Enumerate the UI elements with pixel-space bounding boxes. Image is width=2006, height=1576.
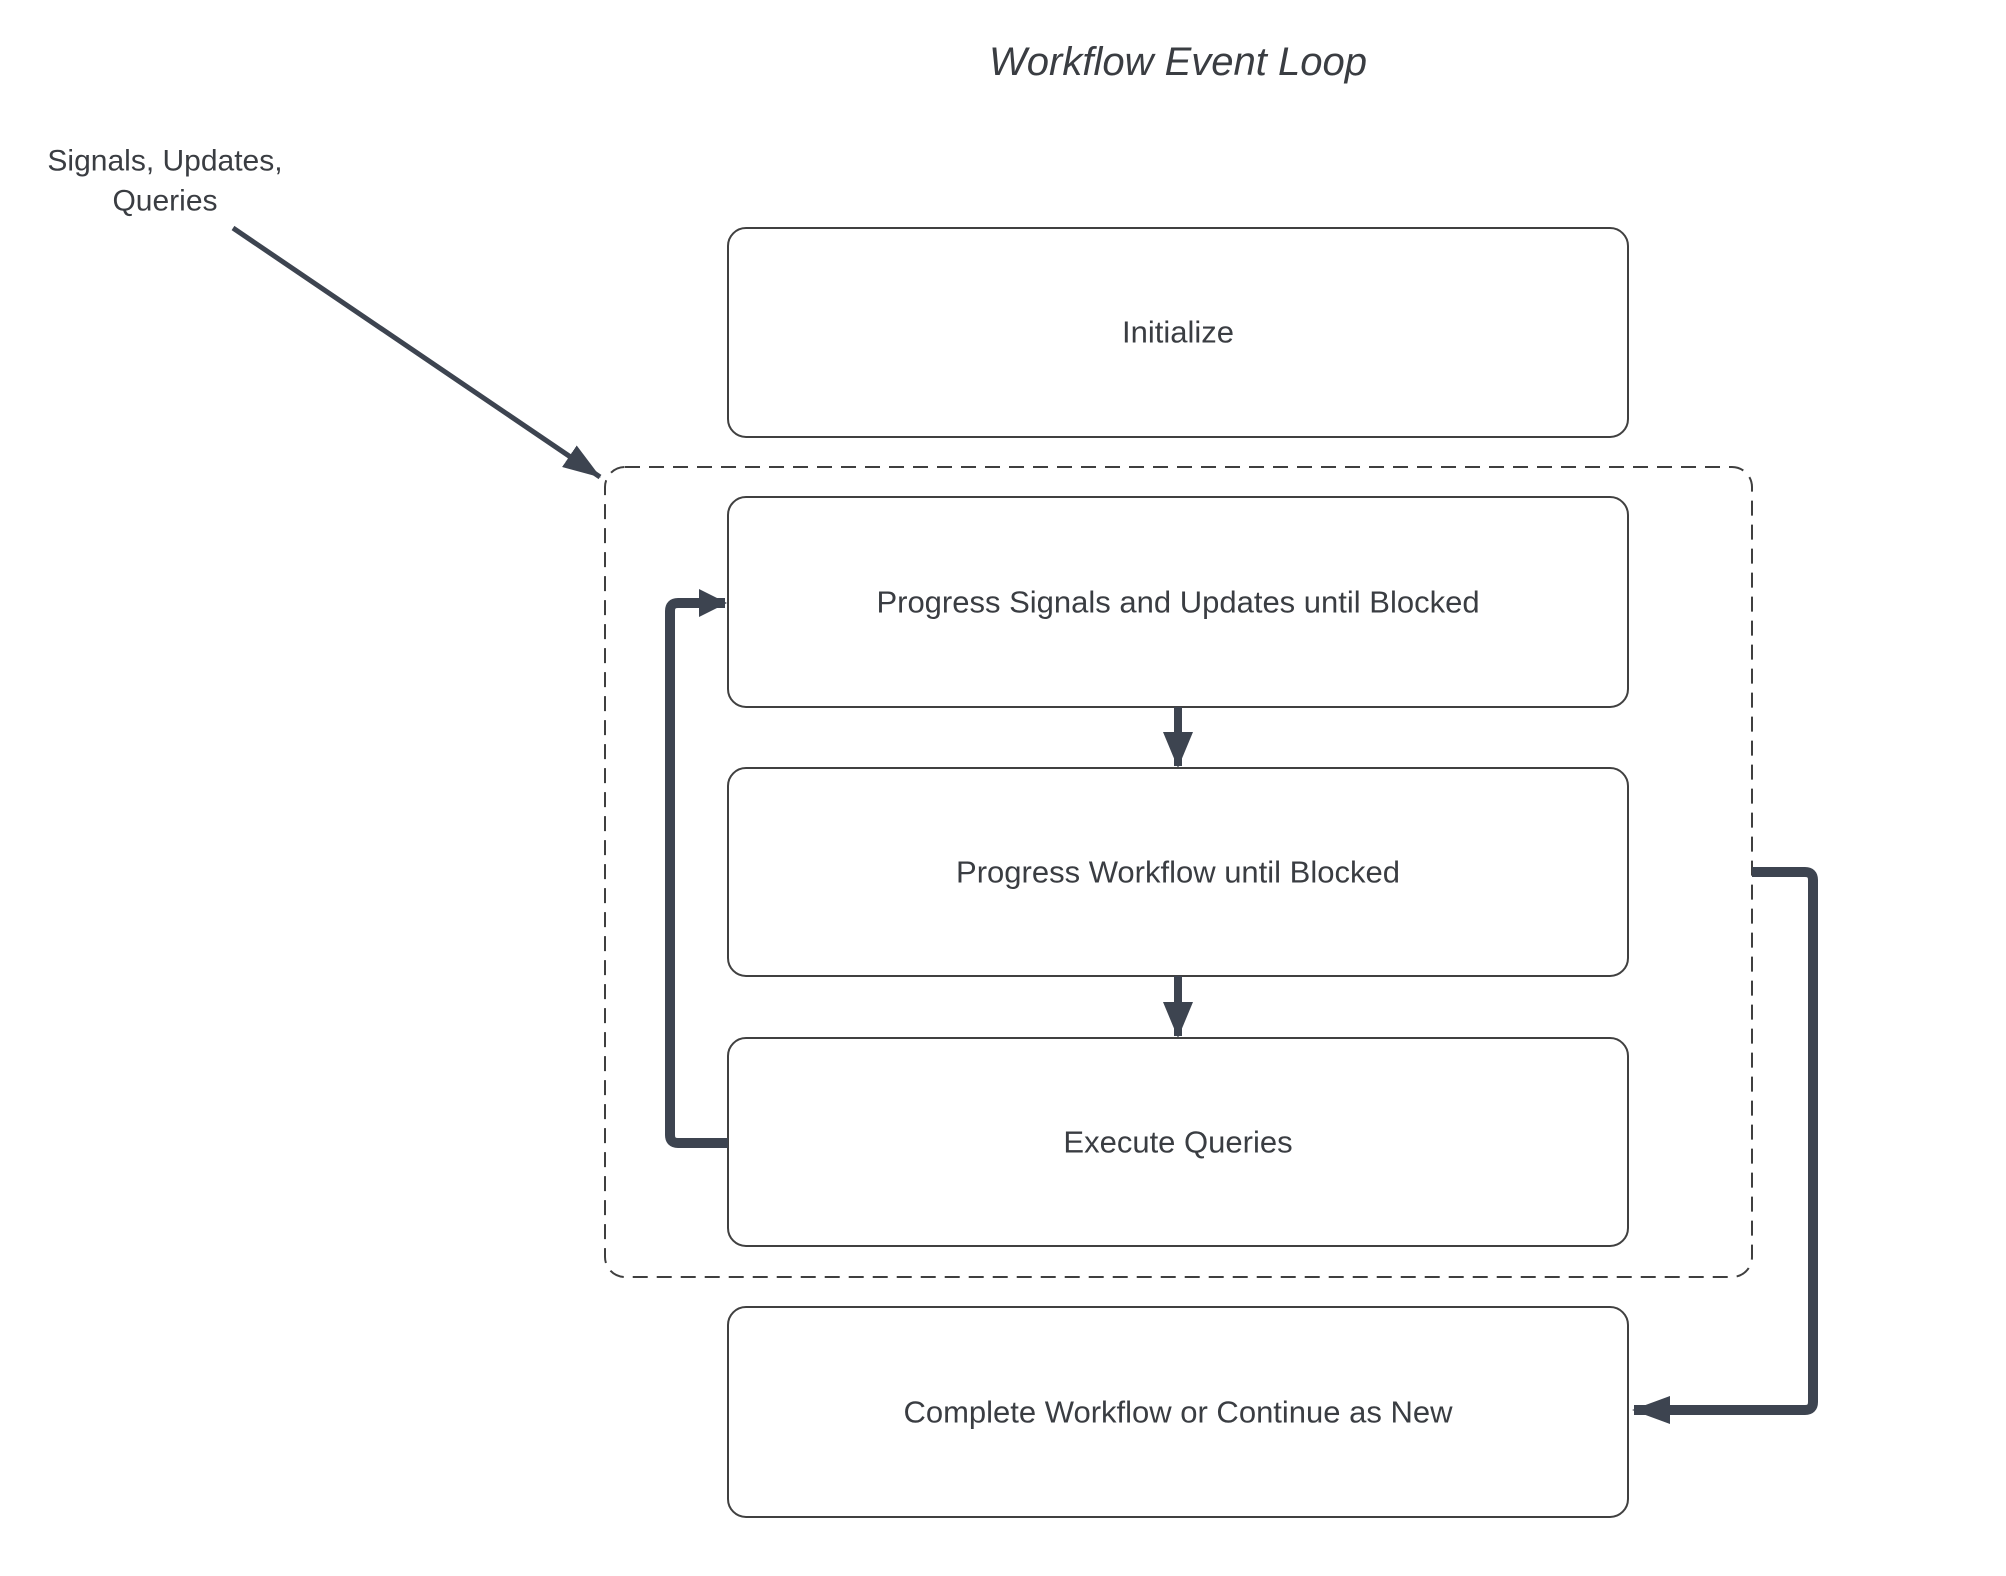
node-progress-signals-updates-label: Progress Signals and Updates until Block… bbox=[876, 585, 1479, 620]
node-initialize-label: Initialize bbox=[1122, 315, 1234, 350]
node-execute-queries-label: Execute Queries bbox=[1063, 1125, 1292, 1160]
node-progress-workflow-label: Progress Workflow until Blocked bbox=[956, 855, 1400, 890]
external-input-arrow bbox=[231, 225, 602, 480]
page-title: Workflow Event Loop bbox=[989, 40, 1367, 84]
node-complete-workflow-label: Complete Workflow or Continue as New bbox=[903, 1395, 1453, 1430]
arrow-queries-loop-back bbox=[665, 589, 728, 1148]
node-complete-workflow bbox=[727, 1306, 1629, 1518]
external-input-label-line2: Queries bbox=[112, 185, 217, 218]
external-input-label-line1: Signals, Updates, bbox=[47, 145, 282, 178]
node-initialize bbox=[727, 227, 1629, 438]
arrow-loop-exit-to-complete bbox=[1632, 867, 1818, 1424]
